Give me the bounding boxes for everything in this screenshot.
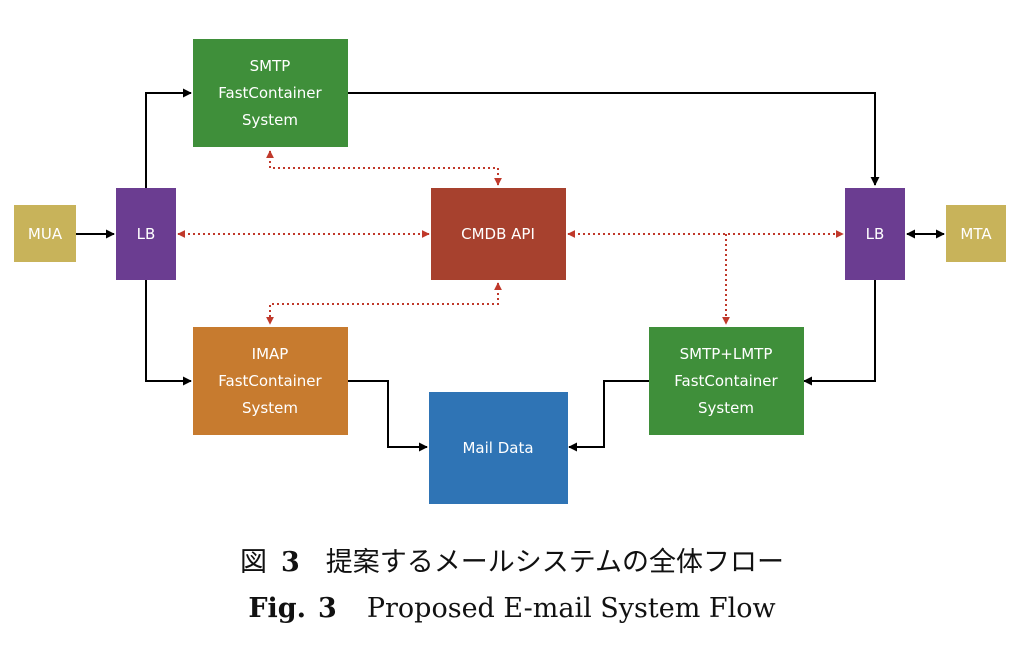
node-lb-left: LB: [116, 188, 176, 280]
caption-ja-number: 3: [281, 547, 300, 578]
node-cmdb-api: CMDB API: [431, 188, 566, 280]
cmdb-label-line: CMDB API: [461, 225, 535, 243]
smtp-label-line: FastContainer: [218, 84, 322, 102]
node-lb-right: LB: [845, 188, 905, 280]
lb-right-box: [845, 188, 905, 280]
smtp-label-line: System: [242, 111, 298, 129]
caption-ja-text: 提案するメールシステムの全体フロー: [325, 547, 784, 578]
edge-imap-to-mail-data: [348, 380, 428, 452]
lb-left-label: LB: [137, 225, 156, 243]
smtp-label-line: SMTP: [250, 57, 291, 75]
node-mua: MUA: [14, 205, 76, 262]
mua-label: MUA: [28, 225, 63, 243]
smtp-lmtp-label-line: FastContainer: [674, 372, 778, 390]
cmdb-box: [431, 188, 566, 280]
edge-smtp-lmtp-to-mail-data: [568, 380, 649, 452]
flow-edges: [76, 88, 945, 452]
edge-lb-left-to-imap: [145, 280, 192, 386]
mta-label: MTA: [960, 225, 992, 243]
lb-right-label: LB: [866, 225, 885, 243]
imap-label-line: FastContainer: [218, 372, 322, 390]
cmdb-label: CMDB API: [461, 225, 535, 243]
caption-ja-label: 図: [240, 547, 267, 578]
edge-lb-right-to-smtp-lmtp: [803, 280, 876, 386]
smtp-lmtp-label-line: System: [698, 399, 754, 417]
lb-left-box: [116, 188, 176, 280]
imap-box: [193, 327, 348, 435]
mail-data-label: Mail Data: [462, 439, 533, 457]
imap-label-line: System: [242, 399, 298, 417]
smtp-lmtp-box: [649, 327, 804, 435]
mua-box: [14, 205, 76, 262]
api-edges: [177, 150, 844, 325]
mta-label-line: MTA: [960, 225, 992, 243]
mta-box: [946, 205, 1006, 262]
smtp-lmtp-label-line: SMTP+LMTP: [680, 345, 773, 363]
mail-data-box: [429, 392, 568, 504]
mail-data-label-line: Mail Data: [462, 439, 533, 457]
mua-label-line: MUA: [28, 225, 63, 243]
edge-cmdb-imap: [266, 282, 502, 325]
edge-cmdb-smtp: [266, 150, 502, 186]
node-mta: MTA: [946, 205, 1006, 262]
caption-en-text: Proposed E-mail System Flow: [366, 593, 776, 624]
caption-en-label: Fig.: [248, 593, 307, 624]
node-mail-data: Mail Data: [429, 392, 568, 504]
smtp-box: [193, 39, 348, 147]
edge-smtp-to-lb-right: [348, 92, 880, 186]
lb-right-label-line: LB: [866, 225, 885, 243]
caption-en-number: 3: [318, 593, 337, 624]
imap-label-line: IMAP: [252, 345, 289, 363]
edge-lb-left-to-smtp: [145, 88, 192, 188]
lb-left-label-line: LB: [137, 225, 156, 243]
caption-english: Fig. 3 Proposed E-mail System Flow: [0, 593, 1024, 624]
